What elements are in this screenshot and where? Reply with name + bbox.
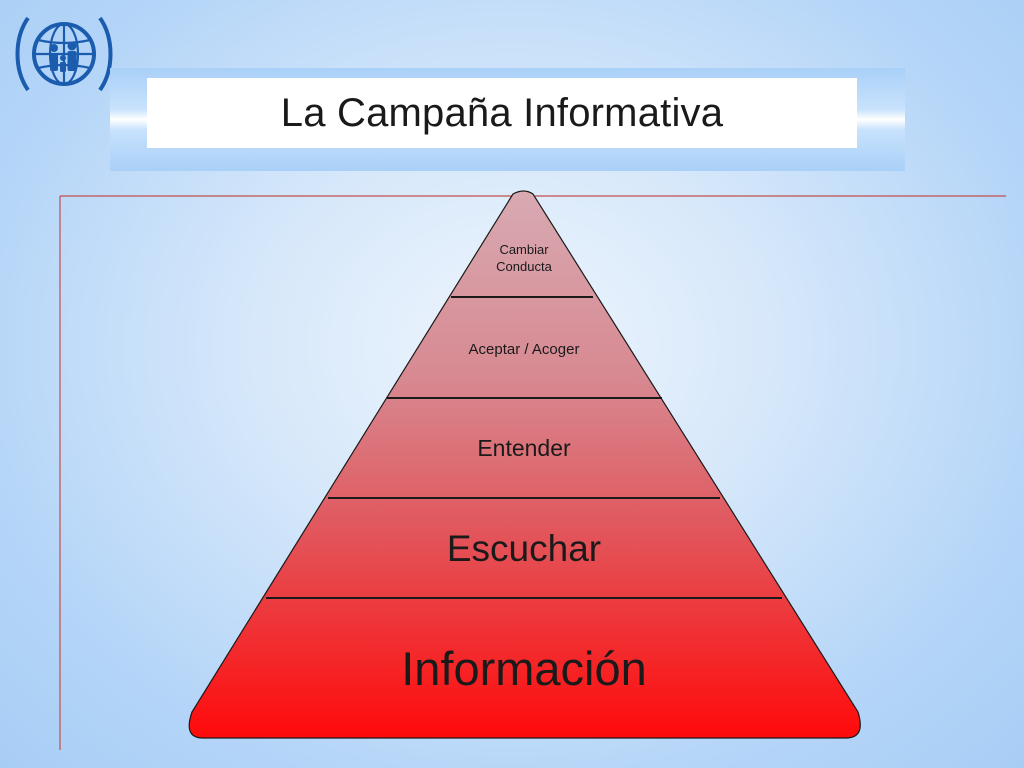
level-4-label: Escuchar <box>447 528 601 569</box>
page-title: La Campaña Informativa <box>280 90 724 135</box>
level-1-label-line-2: Conducta <box>496 259 552 274</box>
pyramid-shape <box>188 190 861 739</box>
level-2-label: Aceptar / Acoger <box>469 341 580 358</box>
family-globe-emblem-icon <box>15 16 113 92</box>
organization-logo <box>14 10 114 96</box>
title-box: La Campaña Informativa <box>147 78 857 148</box>
level-3-label: Entender <box>477 435 571 461</box>
level-5-label: Información <box>401 642 647 695</box>
level-1-label-line-1: Cambiar <box>499 242 549 257</box>
